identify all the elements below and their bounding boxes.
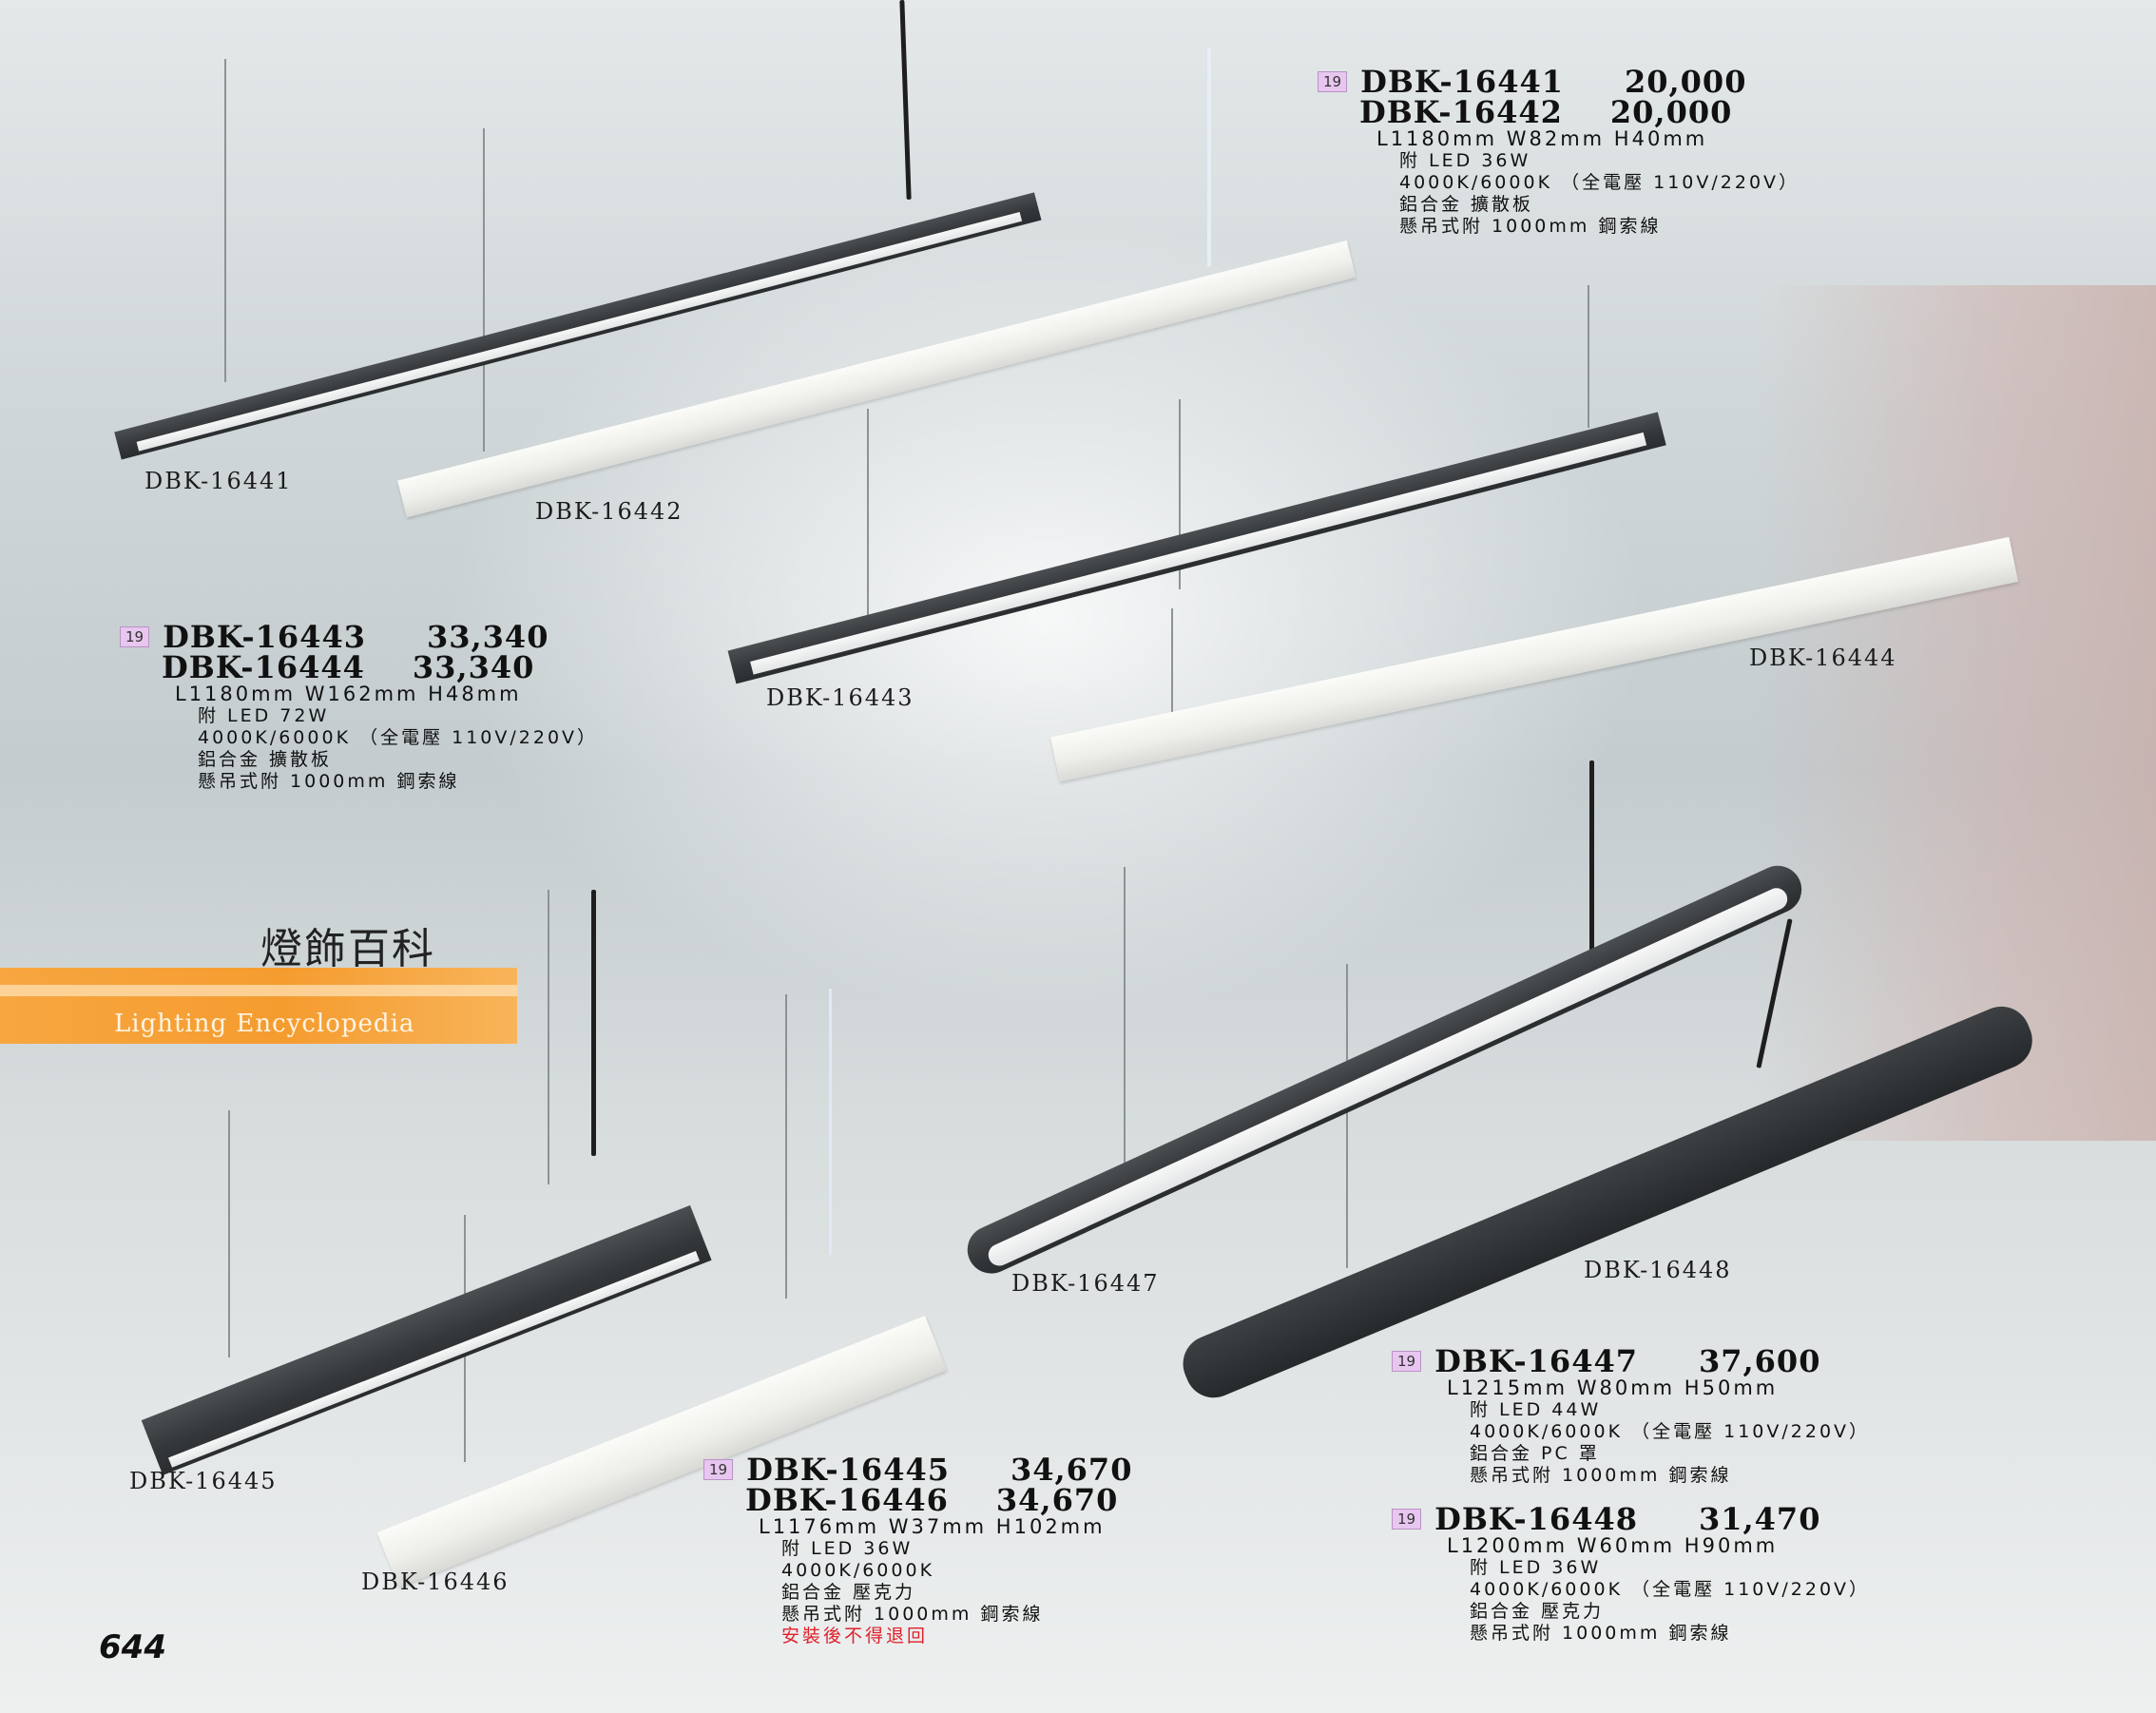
spec-line: 附 LED 36W (1470, 1557, 1602, 1578)
spec-block-16445-16446: 19 DBK-16445 34,670 DBK-16446 34,670 L11… (703, 1454, 1132, 1647)
price: 20,000 (1609, 94, 1733, 130)
model-number: DBK-16446 (745, 1482, 949, 1518)
spec-line: 鋁合金 壓克力 (781, 1582, 916, 1603)
dimensions: L1200mm W60mm H90mm (1447, 1534, 1779, 1557)
spec-line: 鋁合金 擴散板 (1399, 194, 1534, 215)
model-number: DBK-16448 (1434, 1501, 1638, 1537)
spec-block-16441-16442: 19 DBK-16441 20,000 DBK-16442 20,000 L11… (1318, 67, 1800, 238)
price: 31,470 (1698, 1501, 1821, 1537)
suspension-wire (1346, 964, 1348, 1268)
label-dbk-16446: DBK-16446 (361, 1569, 510, 1595)
price: 33,340 (412, 649, 535, 685)
model-number: DBK-16442 (1359, 94, 1563, 130)
encyclopedia-title: 燈飾百科 (260, 925, 435, 973)
spec-line: 附 LED 44W (1470, 1399, 1602, 1420)
encyclopedia-subtitle: Lighting Encyclopedia (114, 1010, 415, 1038)
label-dbk-16447: DBK-16447 (1011, 1270, 1160, 1297)
dimensions: L1180mm W82mm H40mm (1376, 127, 1708, 150)
spec-line: 懸吊式附 1000mm 鋼索線 (1470, 1623, 1732, 1644)
spec-line: 鋁合金 壓克力 (1470, 1601, 1605, 1622)
model-number: DBK-16447 (1434, 1343, 1638, 1379)
series-badge: 19 (1392, 1351, 1422, 1372)
spec-block-16443-16444: 19 DBK-16443 33,340 DBK-16444 33,340 L11… (120, 622, 598, 793)
series-badge: 19 (703, 1459, 734, 1480)
series-badge: 19 (120, 626, 150, 647)
suspension-wire (1588, 285, 1589, 428)
label-dbk-16443: DBK-16443 (766, 684, 914, 711)
spec-block-16448: 19 DBK-16448 31,470 L1200mm W60mm H90mm … (1392, 1504, 1870, 1645)
spec-line: 4000K/6000K (781, 1560, 935, 1581)
spec-block-16447: 19 DBK-16447 37,600 L1215mm W80mm H50mm … (1392, 1346, 1870, 1487)
suspension-wire (1207, 48, 1211, 266)
spec-line: 4000K/6000K （全電壓 110V/220V） (1399, 172, 1800, 193)
model-number: DBK-16445 (746, 1452, 950, 1488)
spec-line: 附 LED 72W (198, 705, 330, 726)
spec-line: 4000K/6000K （全電壓 110V/220V） (1470, 1421, 1871, 1442)
dimensions: L1215mm W80mm H50mm (1447, 1376, 1779, 1399)
label-dbk-16445: DBK-16445 (129, 1468, 278, 1494)
suspension-wire (867, 409, 869, 637)
price: 34,670 (1010, 1452, 1133, 1488)
series-badge: 19 (1392, 1509, 1422, 1530)
price: 20,000 (1624, 64, 1747, 100)
price: 33,340 (426, 619, 549, 655)
dimensions: L1176mm W37mm H102mm (759, 1515, 1106, 1538)
series-badge: 19 (1318, 71, 1348, 92)
suspension-wire (1124, 867, 1126, 1190)
spec-line: 鋁合金 PC 罩 (1470, 1443, 1600, 1464)
dimensions: L1180mm W162mm H48mm (175, 683, 522, 705)
model-number: DBK-16444 (162, 649, 365, 685)
no-return-notice: 安裝後不得退回 (781, 1626, 929, 1646)
label-dbk-16441: DBK-16441 (144, 468, 293, 494)
encyclopedia-banner (0, 968, 517, 1044)
suspension-wire (785, 994, 787, 1299)
suspension-wire (829, 989, 832, 1255)
spec-line: 附 LED 36W (781, 1538, 914, 1559)
spec-line: 4000K/6000K （全電壓 110V/220V） (1470, 1579, 1871, 1600)
suspension-wire (228, 1110, 230, 1357)
suspension-wire (224, 59, 226, 382)
spec-line: 鋁合金 擴散板 (198, 749, 333, 770)
suspension-wire (548, 890, 549, 1184)
spec-line: 懸吊式附 1000mm 鋼索線 (781, 1604, 1044, 1625)
suspension-wire (483, 128, 485, 452)
price: 34,670 (995, 1482, 1119, 1518)
spec-line: 懸吊式附 1000mm 鋼索線 (198, 771, 460, 792)
label-dbk-16444: DBK-16444 (1749, 645, 1897, 671)
label-dbk-16448: DBK-16448 (1584, 1257, 1732, 1283)
model-number: DBK-16443 (163, 619, 366, 655)
spec-line: 懸吊式附 1000mm 鋼索線 (1470, 1465, 1732, 1486)
spec-line: 附 LED 36W (1399, 150, 1531, 171)
suspension-wire (1179, 399, 1181, 589)
power-cable (591, 890, 596, 1156)
spec-line: 4000K/6000K （全電壓 110V/220V） (198, 727, 599, 748)
price: 37,600 (1698, 1343, 1821, 1379)
spec-line: 懸吊式附 1000mm 鋼索線 (1399, 216, 1662, 237)
power-cable (1589, 760, 1594, 979)
label-dbk-16442: DBK-16442 (535, 498, 683, 525)
model-number: DBK-16441 (1360, 64, 1564, 100)
page-number: 644 (99, 1628, 166, 1666)
suspension-wire (1171, 608, 1173, 713)
